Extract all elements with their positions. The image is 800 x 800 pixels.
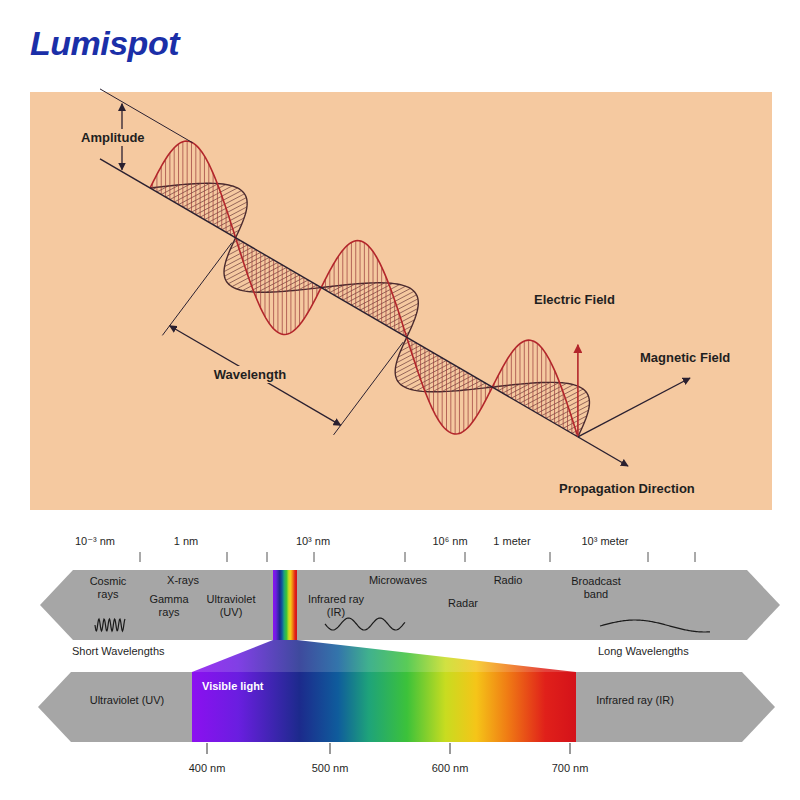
ir-wave-icon — [325, 618, 405, 630]
band-label: X-rays — [156, 574, 210, 587]
long-wave-icon — [600, 620, 710, 632]
scale-label: 10³ meter — [581, 535, 628, 547]
scale-ticks — [140, 552, 695, 562]
band-label: Infrared ray (IR) — [298, 593, 374, 618]
band-shape — [192, 672, 576, 742]
scale-label: 10⁻³ nm — [75, 535, 115, 548]
visible-fan — [192, 640, 576, 672]
wavelength-guide — [162, 243, 232, 336]
amplitude-label: Amplitude — [78, 129, 148, 146]
detail-bar: Ultraviolet (UV) Infrared ray (IR) Visible… — [38, 672, 775, 742]
electric-wave — [150, 141, 577, 434]
propagation-axis — [100, 159, 628, 466]
nm-label: 400 nm — [189, 762, 226, 774]
visible-band: Visible light — [192, 672, 576, 742]
magnetic-hatch — [153, 183, 590, 436]
electric-hatch — [153, 141, 577, 436]
em-wave — [100, 89, 690, 466]
nm-label: 500 nm — [312, 762, 349, 774]
wavelength-label: Wavelength — [211, 366, 289, 383]
band-label: Gamma rays — [142, 593, 196, 618]
scale-label: 10³ nm — [296, 535, 330, 547]
wavelength-guide — [334, 342, 404, 435]
short-wave-icon — [95, 619, 125, 631]
spectrum-bar: Cosmic raysGamma rays X-raysUltraviolet (… — [40, 570, 780, 640]
axis-end-label: Short Wavelengths — [72, 645, 165, 657]
band-label: Radio — [482, 574, 534, 587]
band-label: Infrared ray (IR) — [590, 694, 680, 707]
band-label: Visible light — [202, 680, 322, 693]
band-label: Microwaves — [362, 574, 434, 587]
direction-label: Propagation Direction — [559, 481, 695, 496]
wave-panel — [30, 92, 772, 510]
magnetic-arrow — [578, 378, 690, 437]
band-label: Cosmic rays — [80, 575, 136, 600]
scale-label: 1 nm — [174, 535, 198, 547]
band-label: Ultraviolet (UV) — [82, 694, 172, 707]
bar-shape — [40, 570, 780, 640]
band-label: Ultraviolet (UV) — [198, 593, 264, 618]
brand-logo: Lumispot — [30, 24, 179, 63]
field-label: Magnetic Field — [640, 350, 730, 365]
scale-label: 10⁶ nm — [432, 535, 467, 547]
axis-end-label: Long Wavelengths — [598, 645, 689, 657]
scale-label: 1 meter — [493, 535, 530, 547]
magnetic-wave — [150, 183, 589, 435]
bar-shape — [38, 672, 775, 742]
band-label: Broadcast band — [564, 575, 628, 600]
nm-ticks — [207, 743, 570, 754]
visible-strip — [273, 570, 297, 640]
wavelength-arrow — [170, 326, 341, 426]
nm-label: 600 nm — [432, 762, 469, 774]
band-label: Radar — [438, 597, 488, 610]
nm-label: 700 nm — [552, 762, 589, 774]
field-label: Electric Field — [534, 292, 615, 307]
electric-arrow — [577, 345, 579, 437]
